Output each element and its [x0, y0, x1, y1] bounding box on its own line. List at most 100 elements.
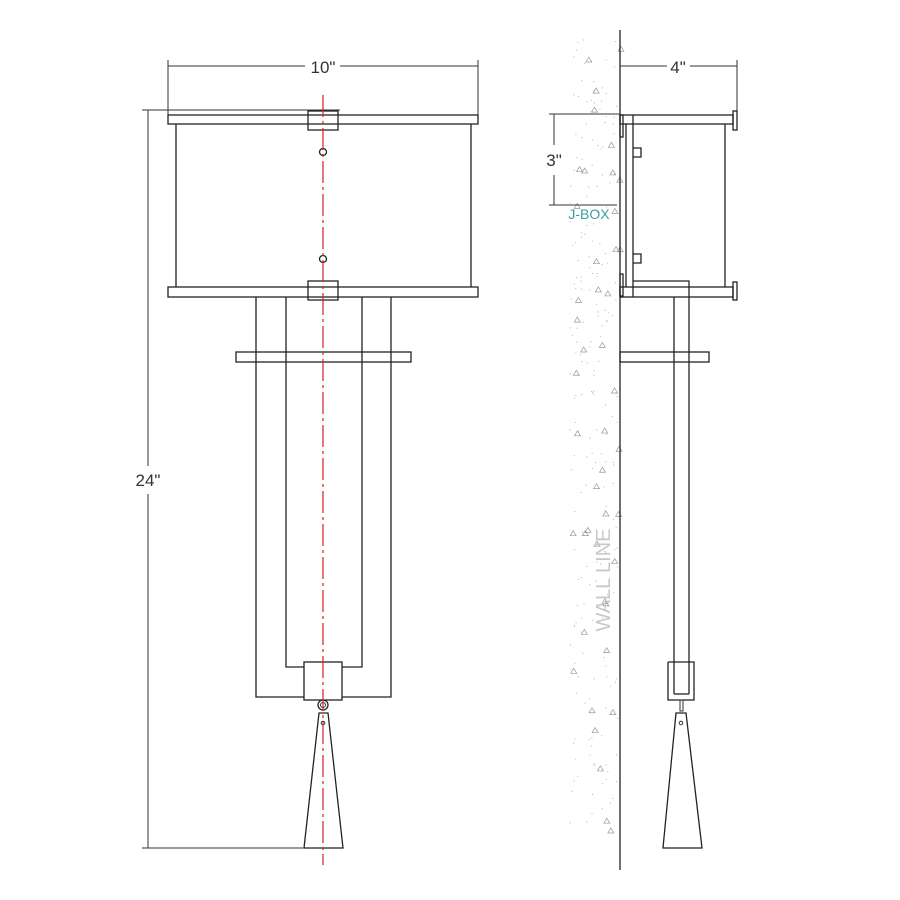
stipple-dot: [592, 619, 594, 621]
stipple-dot: [601, 87, 603, 89]
stipple-dot: [597, 144, 599, 147]
stipple-dot: [606, 320, 608, 322]
stipple-dot: [591, 737, 593, 739]
aggregate-mark: [594, 286, 602, 293]
stipple-dot: [615, 754, 618, 756]
stipple-dot: [581, 361, 583, 363]
stipple-dot: [577, 41, 579, 43]
stipple-dot: [575, 394, 577, 396]
stipple-dot: [580, 280, 582, 282]
stipple-dot: [596, 272, 598, 275]
stipple-dot: [612, 123, 614, 125]
aggregate-mark: [592, 87, 600, 94]
stipple-dot: [591, 793, 594, 795]
stipple-dot: [612, 518, 615, 520]
stipple-dot: [570, 298, 572, 300]
stipple-dot: [613, 133, 615, 135]
stipple-dot: [569, 221, 571, 223]
stipple-dot: [573, 511, 576, 513]
stipple-dot: [605, 206, 608, 208]
stipple-dot: [574, 662, 576, 664]
aggregate-mark: [580, 628, 588, 635]
stipple-dot: [600, 453, 603, 455]
aggregate-mark: [603, 817, 611, 824]
finial-cone: [303, 712, 344, 849]
stipple-dot: [581, 531, 583, 533]
stipple-dot: [617, 718, 619, 720]
aggregate-mark: [584, 526, 592, 533]
width-label: 10": [311, 58, 336, 77]
stipple-dot: [573, 56, 575, 58]
stipple-dot: [580, 617, 583, 619]
stipple-dot: [583, 602, 585, 605]
aggregate-mark: [610, 387, 619, 394]
width-dimension: 10": [167, 58, 479, 115]
stipple-dot: [594, 763, 596, 765]
stipple-dot: [595, 580, 597, 582]
stipple-dot: [598, 360, 600, 362]
stipple-dot: [616, 421, 619, 423]
stipple-dot: [601, 735, 603, 737]
stipple-dot: [612, 461, 615, 464]
stipple-dot: [611, 797, 614, 799]
stipple-dot: [613, 464, 615, 466]
stipple-dot: [604, 510, 606, 512]
aggregate-mark: [602, 510, 610, 517]
stipple-dot: [577, 259, 579, 262]
aggregate-mark: [585, 56, 593, 63]
stipple-dot: [591, 813, 593, 815]
stipple-dot: [575, 351, 577, 353]
aggregate-mark: [612, 245, 620, 252]
aggregate-mark: [573, 202, 581, 209]
stipple-dot: [615, 299, 617, 301]
stipple-dot: [588, 256, 590, 258]
stipple-dot: [599, 335, 601, 338]
stipple-dot: [576, 327, 578, 329]
aggregate-mark: [588, 707, 596, 714]
stipple-dot: [615, 526, 617, 528]
stipple-dot: [575, 287, 577, 290]
stipple-dot: [593, 390, 595, 392]
stipple-dot: [589, 346, 591, 348]
stipple-dot: [604, 121, 606, 124]
stipple-dot: [575, 133, 577, 135]
stipple-dot: [590, 341, 592, 343]
stipple-dot: [605, 92, 607, 94]
stipple-dot: [575, 692, 578, 694]
stipple-dot: [611, 415, 614, 418]
stipple-dot: [584, 233, 586, 235]
side-shade-frame: [619, 110, 738, 301]
side-finial-cone: [662, 712, 703, 849]
stipple-dot: [575, 49, 578, 51]
stipple-dot: [596, 211, 598, 213]
stipple-dot: [577, 775, 579, 777]
stipple-dot: [586, 821, 588, 823]
stipple-dot: [590, 110, 592, 113]
stipple-dot: [575, 622, 577, 624]
stipple-dot: [604, 404, 607, 406]
jbox-dimension: 3" J-BOX: [546, 113, 620, 222]
stipple-dot: [581, 158, 583, 160]
stipple-dot: [573, 169, 575, 172]
stipple-dot: [577, 578, 580, 580]
stipple-dot: [607, 262, 609, 264]
stipple-dot: [614, 549, 616, 551]
stipple-dot: [580, 236, 582, 238]
stipple-dot: [606, 593, 609, 596]
stipple-dot: [577, 430, 579, 432]
stipple-dot: [615, 393, 617, 395]
stipple-dot: [588, 186, 590, 188]
stipple-dot: [580, 631, 582, 633]
stipple-dot: [597, 311, 599, 313]
stipple-dot: [605, 707, 607, 709]
aggregate-mark: [575, 165, 584, 173]
aggregate-mark: [569, 529, 577, 537]
stipple-dot: [614, 66, 616, 68]
stipple-dot: [607, 771, 609, 773]
stipple-dot: [570, 668, 572, 670]
stipple-dot: [573, 780, 575, 782]
stipple-dot: [605, 551, 607, 553]
aggregate-mark: [596, 765, 604, 772]
stipple-dot: [569, 822, 571, 824]
stipple-dot: [574, 421, 576, 424]
